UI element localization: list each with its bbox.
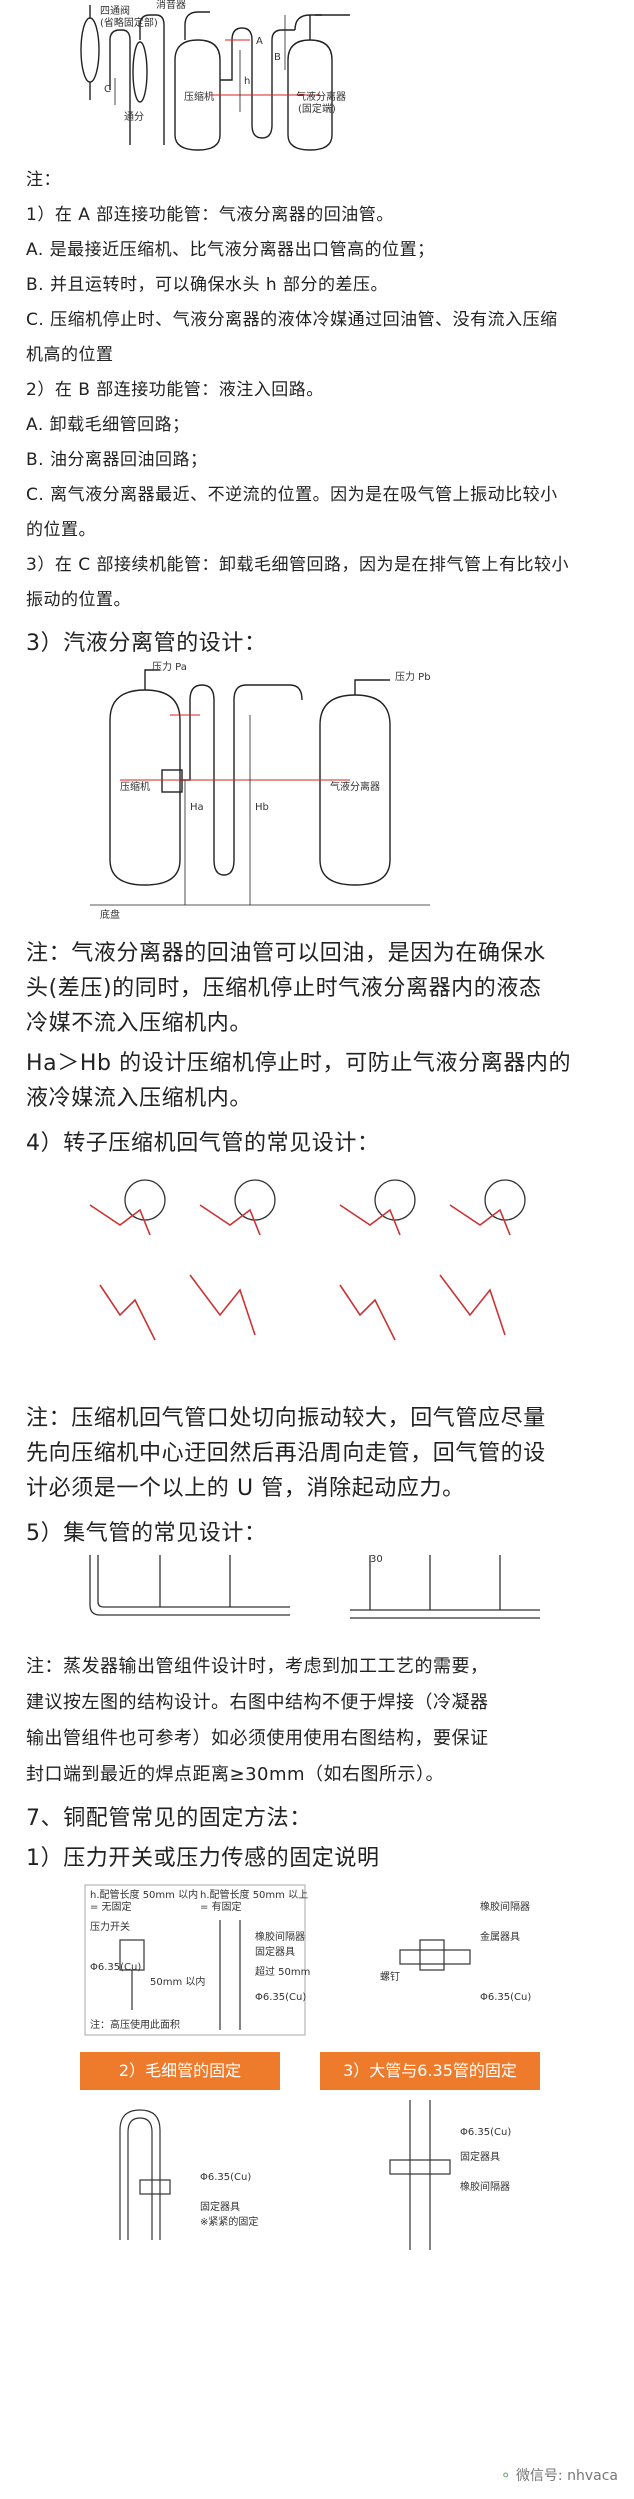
note2-line-0: 注：气液分离器的回油管可以回油，是因为在确保水	[26, 941, 546, 966]
note1-line-7: A. 卸载毛细管回路；	[26, 415, 190, 435]
fig7-left-label-2: 压力开关	[90, 1920, 130, 1933]
fig1-label-compressor: 压缩机	[184, 90, 214, 103]
fig7-bottom-diagram: Φ6.35(Cu) 固定器具 ※紧紧的固定 Φ6.35(Cu) 固定器具 橡胶间…	[119, 2100, 511, 2250]
fig1-label-h: h	[244, 76, 250, 87]
fig2-label-ha: Ha	[190, 802, 204, 813]
fig7-bottom-right-label-1: 固定器具	[460, 2150, 500, 2163]
caption-large-pipe-fixing: 3）大管与6.35管的固定	[320, 2052, 540, 2090]
fig4-return-pipe-diagram	[89, 1179, 526, 1341]
fig1-label-b: B	[274, 52, 281, 63]
watermark-text: 微信号: nhvaca	[515, 2468, 618, 2484]
fig2-label-pb: 压力 Pb	[395, 670, 431, 683]
note1-line-0: 注：	[26, 170, 61, 190]
note5-line-0: 注：蒸发器输出管组件设计时，考虑到加工工艺的需要，	[26, 1656, 489, 1677]
fig7-bottom-label-0: Φ6.35(Cu)	[200, 2172, 251, 2183]
fig7-right-label-2: 橡胶间隔器	[255, 1930, 305, 1943]
fig7-bottom-right-label-0: Φ6.35(Cu)	[460, 2127, 511, 2138]
fig7-left-label-1: = 无固定	[90, 1900, 132, 1913]
note1-line-2: A. 是最接近压缩机、比气液分离器出口管高的位置；	[26, 240, 435, 260]
caption-capillary-fixing: 2）毛细管的固定	[80, 2052, 280, 2090]
note5-line-2: 输出管组件也可参考）如必须使用使用右图结构，要保证	[26, 1728, 489, 1749]
note2-line-1: 头(差压)的同时，压缩机停止时气液分离器内的液态	[26, 976, 542, 1001]
section7-title: 7、铜配管常见的固定方法：	[26, 1806, 312, 1831]
section3-title: 3）汽液分离管的设计：	[26, 631, 267, 656]
fig7-right-label-4: 超过 50mm	[255, 1965, 310, 1978]
note2-line-4: 液冷媒流入压缩机内。	[26, 1086, 253, 1111]
fig7-left-label-5: 注：高压使用此面积	[90, 2018, 180, 2031]
note1-line-8: B. 油分离器回油回路；	[26, 450, 208, 470]
fig1-label-c: C	[104, 84, 111, 95]
note4-line-1: 先向压缩机中心迂回然后再沿周向走管，回气管的设	[26, 1441, 546, 1466]
note1-line-12: 振动的位置。	[26, 590, 131, 610]
fig2-label-hb: Hb	[255, 802, 269, 813]
fig1-label-separator: 气液分离器	[296, 90, 346, 103]
fig7-right-label-0: h.配管长度 50mm 以上	[200, 1888, 308, 1901]
note1-line-4: C. 压缩机停止时、气液分离器的液体冷媒通过回油管、没有流入压缩	[26, 310, 558, 330]
fig7-left-label-0: h.配管长度 50mm 以内	[90, 1888, 198, 1901]
fig7-bottom-right-label-2: 橡胶间隔器	[460, 2180, 510, 2193]
fig5-dim: 30	[370, 1554, 383, 1565]
fig2-separator-diagram: 压力 Pa 压力 Pb Ha Hb 压缩机 气液分离器 底盘	[90, 660, 431, 920]
section4-title: 4）转子压缩机回气管的常见设计：	[26, 1131, 380, 1156]
note4-line-0: 注：压缩机回气管口处切向振动较大，回气管应尽量	[26, 1406, 546, 1431]
fig7-bottom-label-1: 固定器具	[200, 2200, 240, 2213]
fig2-label-compressor: 压缩机	[120, 780, 150, 793]
section7-subtitle: 1）压力开关或压力传感的固定说明	[26, 1846, 380, 1871]
note4-line-2: 计必须是一个以上的 U 管，消除起动应力。	[26, 1476, 465, 1501]
note2-line-3: Ha＞Hb 的设计压缩机停止时，可防止气液分离器内的	[26, 1051, 572, 1076]
fig1-label-muffler: 消音器	[156, 0, 186, 11]
note5-line-1: 建议按左图的结构设计。右图中结构不便于焊接（冷凝器	[26, 1692, 489, 1713]
fig7-right2-label-1: 金属器具	[480, 1930, 520, 1943]
fig7-right-label-3: 固定器具	[255, 1945, 295, 1958]
fig1-label-four-way: 四通阀	[100, 4, 130, 17]
fig1-label-pipe: 通分	[124, 111, 144, 123]
note2-line-2: 冷媒不流入压缩机内。	[26, 1011, 253, 1036]
note1-line-11: 3）在 C 部接续机能管：卸载毛细管回路，因为是在排气管上有比较小	[26, 555, 569, 575]
note1-line-5: 机高的位置	[26, 345, 114, 365]
fig7-left-label-3: Φ6.35(Cu)	[90, 1962, 141, 1973]
fig2-label-pa: 压力 Pa	[152, 660, 187, 673]
fig7-bottom-label-2: ※紧紧的固定	[200, 2215, 258, 2228]
watermark: ⚬ 微信号: nhvaca	[500, 2465, 618, 2485]
note1-line-3: B. 并且运转时，可以确保水头 h 部分的差压。	[26, 275, 389, 295]
fig1-pipe-diagram: 四通阀 (省略固定部) 消音器 通分 压缩机 气液分离器 (固定端) A B C…	[80, 0, 350, 151]
fig5-header-pipe-diagram: 30	[89, 1554, 540, 1619]
note1-line-9: C. 离气液分离器最近、不逆流的位置。因为是在吸气管上振动比较小	[26, 485, 558, 505]
fig2-label-base: 底盘	[100, 908, 120, 920]
fig1-label-omit-note: (省略固定部)	[100, 16, 158, 29]
wechat-icon: ⚬	[499, 2468, 512, 2484]
fig7-right2-label-3: Φ6.35(Cu)	[480, 1992, 531, 2003]
fig7-right-label-5: Φ6.35(Cu)	[255, 1992, 306, 2003]
note1-line-1: 1）在 A 部连接功能管：气液分离器的回油管。	[26, 205, 394, 225]
note5-line-3: 封口端到最近的焊点距离≥30mm（如右图所示）。	[26, 1764, 445, 1785]
note1-line-6: 2）在 B 部连接功能管：液注入回路。	[26, 380, 324, 400]
fig7-right-label-1: = 有固定	[200, 1900, 242, 1913]
fig7-left-label-4: 50mm 以内	[150, 1975, 205, 1988]
fig2-label-separator: 气液分离器	[330, 780, 380, 793]
note1-line-10: 的位置。	[26, 520, 96, 540]
fig7-right2-label-0: 橡胶间隔器	[480, 1900, 530, 1913]
fig1-label-separator-note: (固定端)	[298, 102, 336, 115]
fig7-pressure-switch-diagram: h.配管长度 50mm 以内 = 无固定 压力开关 Φ6.35(Cu) 50mm…	[84, 1884, 531, 2036]
section5-title: 5）集气管的常见设计：	[26, 1521, 267, 1546]
fig1-label-a: A	[256, 36, 263, 47]
fig7-right2-label-2: 螺钉	[380, 1971, 400, 1983]
